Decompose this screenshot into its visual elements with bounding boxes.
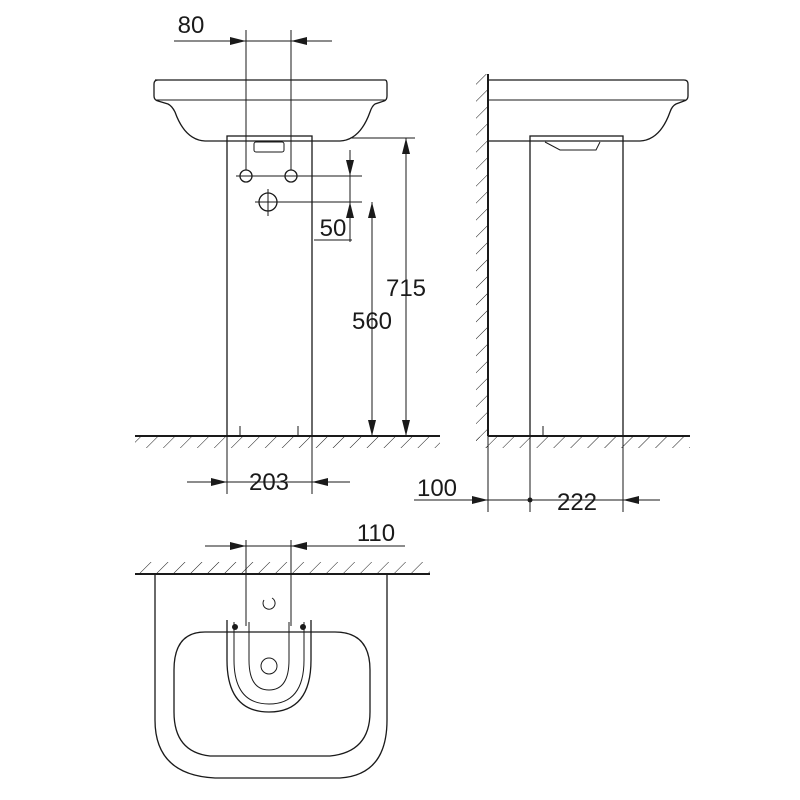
dim-label-100: 100 [417, 475, 457, 502]
side-basin [488, 79, 689, 142]
dim-label-715: 715 [386, 275, 426, 302]
front-basin [153, 79, 388, 142]
dim-waste-below-taps: 50 [282, 150, 362, 242]
side-wall [476, 74, 489, 448]
plan-wall [135, 562, 430, 575]
side-view: 100 222 [414, 74, 690, 516]
plan-basin-bowl [173, 631, 371, 757]
plan-view: 110 [135, 520, 430, 779]
dim-label-80: 80 [178, 12, 205, 39]
dim-pedestal-width: 203 [187, 436, 350, 496]
plan-basin-outline [154, 574, 388, 779]
front-floor [135, 435, 440, 448]
front-view: 80 50 560 715 [135, 12, 440, 496]
dim-label-560: 560 [352, 308, 392, 335]
dim-label-203: 203 [249, 469, 289, 496]
side-pedestal [529, 135, 624, 437]
dim-label-50: 50 [320, 215, 347, 242]
dim-tap-spacing-plan: 110 [205, 520, 405, 626]
front-pedestal [226, 135, 313, 437]
dim-label-110: 110 [357, 520, 395, 547]
dim-tap-spacing-front: 80 [174, 12, 332, 170]
side-floor [476, 435, 690, 448]
dim-total-height: 715 [350, 137, 426, 436]
dim-label-222: 222 [557, 489, 597, 516]
dim-waste-height: 560 [352, 202, 392, 436]
plan-pedestal [226, 620, 312, 713]
dim-wall-depth: 100 222 [414, 436, 660, 516]
